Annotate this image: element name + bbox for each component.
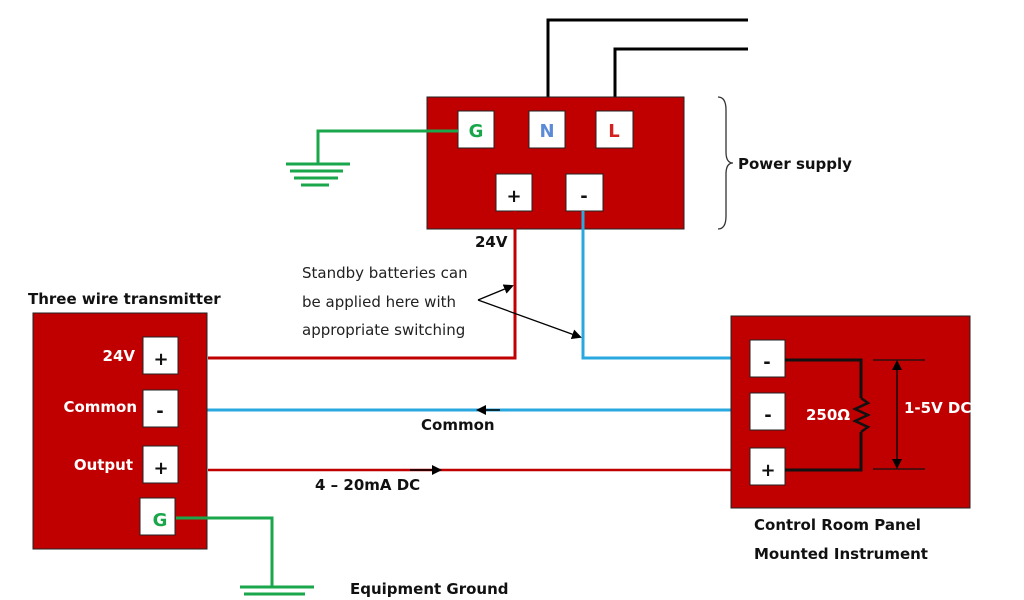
voltage-label: 1-5V DC <box>904 399 971 417</box>
power-supply-label: Power supply <box>738 155 852 173</box>
ps-ground <box>286 129 458 187</box>
note-arrow <box>477 299 582 339</box>
terminal-plus-label: + <box>506 186 521 207</box>
transmitter-terminal-common <box>142 389 179 428</box>
instrument-title-line1: Control Room Panel <box>754 516 921 534</box>
transmitter-row-label: 24V <box>103 347 136 365</box>
transmitter-title: Three wire transmitter <box>28 290 221 308</box>
equipment-ground-wire <box>176 516 274 586</box>
instrument-title-line2: Mounted Instrument <box>754 545 928 563</box>
transmitter-terminal-label: + <box>153 458 168 479</box>
instrument-terminal <box>749 447 786 486</box>
transmitter-terminal-24v <box>142 336 179 375</box>
note-line: be applied here with <box>302 293 456 311</box>
standby-note: Standby batteries can be applied here wi… <box>302 264 582 339</box>
supply-24v-wire <box>208 211 517 360</box>
ac-supply-wires <box>546 18 748 118</box>
terminal-l <box>595 110 634 149</box>
instrument-terminal-label: - <box>764 405 771 426</box>
resistor-wire <box>785 432 863 472</box>
transmitter-terminal-label: G <box>153 510 168 531</box>
equipment-ground-label: Equipment Ground <box>350 580 509 598</box>
instrument: - - + 250Ω 1-5V DC Control Room Panel Mo… <box>730 315 971 563</box>
transmitter-terminal-label: + <box>153 349 168 370</box>
terminal-n-label: N <box>539 121 554 142</box>
terminal-plus <box>495 173 533 212</box>
note-line: Standby batteries can <box>302 264 468 282</box>
common-wire-label: Common <box>421 416 495 434</box>
terminal-n <box>528 110 566 149</box>
instrument-terminal <box>749 392 786 431</box>
terminal-g <box>457 110 495 149</box>
brace-icon <box>717 96 734 230</box>
instrument-terminal-label: - <box>763 352 770 373</box>
transmitter-terminal-ground <box>139 497 176 536</box>
signal-wire-label: 4 – 20mA DC <box>315 476 420 494</box>
terminal-minus <box>565 173 604 212</box>
terminal-minus-label: - <box>580 186 587 207</box>
ps-ground-wire <box>316 129 458 164</box>
resistor-wire <box>785 358 863 398</box>
note-arrow <box>477 284 514 301</box>
ps-24v-label: 24V <box>475 233 508 251</box>
instrument-terminal <box>749 339 786 378</box>
resistor-label: 250Ω <box>806 406 850 424</box>
line-wire <box>613 47 748 118</box>
resistor-icon <box>852 396 871 434</box>
transmitter-terminal-output <box>142 445 179 484</box>
instrument-terminal-label: + <box>760 460 775 481</box>
psu-common-wire <box>581 211 750 360</box>
equipment-ground: Equipment Ground <box>176 516 509 598</box>
transmitter-row-label: Common <box>63 398 137 416</box>
transmitter-row-label: Output <box>74 456 133 474</box>
neutral-wire <box>546 18 748 118</box>
note-line: appropriate switching <box>302 321 465 339</box>
transmitter: Three wire transmitter 24V + Common - Ou… <box>28 290 221 550</box>
terminal-l-label: L <box>608 121 619 142</box>
terminal-g-label: G <box>469 121 484 142</box>
power-supply: G N L + - <box>426 96 685 230</box>
transmitter-terminal-label: - <box>156 401 163 422</box>
